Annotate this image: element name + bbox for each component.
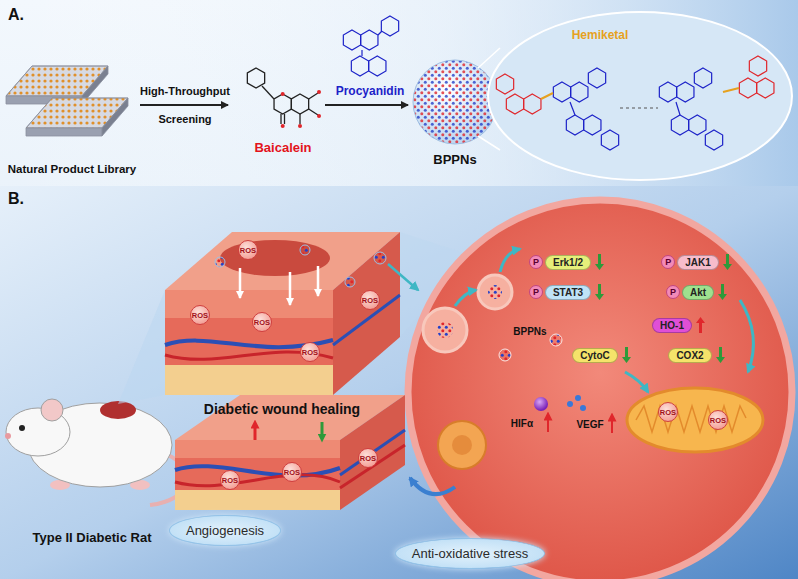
text-label: Hemiketal: [572, 29, 629, 43]
trend-arrow: [595, 284, 604, 300]
phospho-mark: P: [666, 285, 680, 299]
text-label: Procyanidin: [336, 85, 405, 99]
pathway-pill: PJAK1: [661, 255, 719, 270]
protein-label: Akt: [682, 285, 714, 300]
text-label: Baicalein: [254, 141, 311, 156]
text-label: A.: [8, 6, 24, 24]
trend-arrow: [723, 254, 732, 270]
text-label: B.: [8, 190, 24, 208]
trend-arrow: [622, 347, 631, 363]
protein-label: CytoC: [572, 348, 617, 363]
text-label: BPPNs: [433, 153, 476, 168]
ros-marker: ROS: [360, 290, 380, 310]
trend-arrow: [595, 254, 604, 270]
protein-label: COX2: [668, 348, 711, 363]
text-label: Type II Diabetic Rat: [33, 531, 152, 546]
pathway-pill: CytoC: [572, 348, 617, 363]
pathway-pill: PAkt: [666, 285, 714, 300]
protein-label: HO-1: [652, 318, 692, 333]
outcome-oval: Angiogenesis: [169, 515, 281, 546]
ros-marker: ROS: [238, 240, 258, 260]
ros-marker: ROS: [358, 448, 378, 468]
text-label: HIFα: [511, 418, 533, 430]
pathway-pill: COX2: [668, 348, 711, 363]
ros-marker: ROS: [658, 402, 678, 422]
pathway-pill: HO-1: [652, 318, 692, 333]
protein-label: JAK1: [677, 255, 719, 270]
pathway-pill: PSTAT3: [529, 285, 591, 300]
text-label: High-Throughput: [140, 85, 230, 98]
phospho-mark: P: [529, 255, 543, 269]
phospho-mark: P: [661, 255, 675, 269]
trend-arrow: [716, 347, 725, 363]
text-label: Natural Product Library: [8, 163, 136, 176]
pathway-pill: PErk1/2: [529, 255, 591, 270]
ros-marker: ROS: [190, 305, 210, 325]
phospho-mark: P: [529, 285, 543, 299]
outcome-oval: Anti-oxidative stress: [395, 538, 545, 569]
text-label: VEGF: [576, 419, 603, 431]
protein-label: Erk1/2: [545, 255, 591, 270]
protein-label: STAT3: [545, 285, 591, 300]
trend-arrow: [696, 317, 705, 333]
ros-marker: ROS: [300, 342, 320, 362]
trend-arrow: [718, 284, 727, 300]
text-label: BPPNs: [513, 326, 546, 338]
outcome-text: Angiogenesis: [169, 515, 281, 546]
text-label: Diabetic wound healing: [204, 401, 360, 417]
ros-marker: ROS: [708, 410, 728, 430]
outcome-text: Anti-oxidative stress: [395, 538, 545, 569]
ros-marker: ROS: [220, 470, 240, 490]
text-label: Screening: [158, 113, 211, 126]
ros-marker: ROS: [282, 462, 302, 482]
ros-marker: ROS: [252, 312, 272, 332]
